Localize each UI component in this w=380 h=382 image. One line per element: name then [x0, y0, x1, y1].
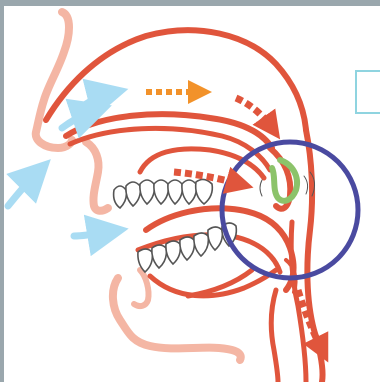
inhaled-air-arrow-top — [86, 94, 108, 104]
inhaled-air-arrow-nose-lower — [8, 174, 36, 206]
upper-teeth — [114, 179, 213, 208]
lower-lip-outline — [134, 270, 149, 306]
inhaled-air-arrow-mouth — [74, 232, 108, 236]
larynx-outline — [271, 290, 278, 382]
label-box — [355, 70, 380, 114]
upper-lip-outline — [86, 142, 108, 211]
frame-top-edge — [0, 0, 380, 6]
lower-teeth — [138, 223, 236, 272]
frame-left-edge — [0, 0, 4, 382]
